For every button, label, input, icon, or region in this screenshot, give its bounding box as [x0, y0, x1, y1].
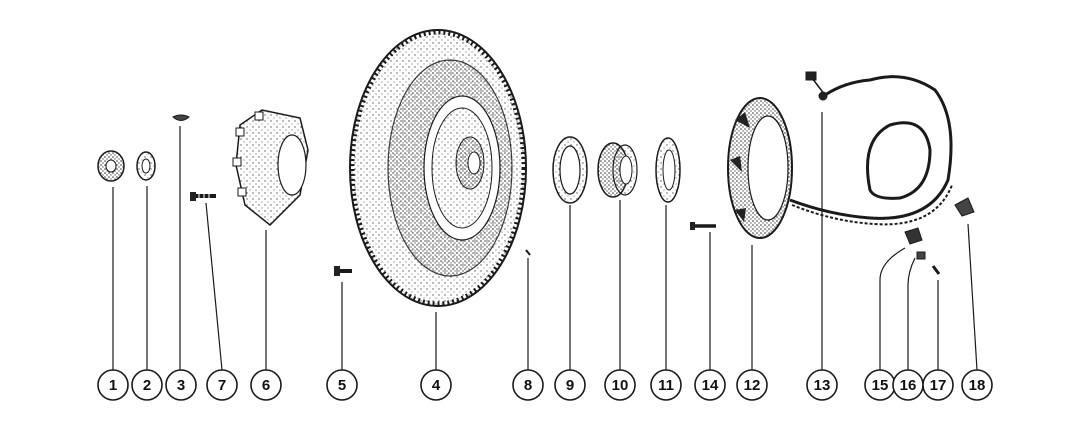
part-screw-7	[190, 192, 216, 201]
part-bearing	[597, 142, 638, 198]
callout-15: 15	[864, 369, 896, 401]
part-nut	[97, 150, 125, 182]
callout-label: 14	[702, 377, 719, 394]
callouts: 1 2 3 7 6 5 4 8 9 10 11 14 12 13 15 16 1…	[97, 369, 993, 401]
callout-label: 6	[262, 377, 270, 394]
part-stator	[727, 97, 793, 239]
part-bolt-5	[334, 266, 352, 276]
part-key	[172, 114, 190, 121]
callout-6: 6	[250, 369, 282, 401]
part-terminal-17	[931, 265, 941, 275]
callout-label: 2	[143, 377, 151, 394]
callout-label: 4	[432, 377, 441, 394]
part-screw-14	[690, 222, 716, 230]
callout-11: 11	[650, 369, 682, 401]
part-washer-11	[655, 137, 681, 203]
part-washer-9	[552, 136, 588, 204]
callout-3: 3	[165, 369, 197, 401]
callout-16: 16	[892, 369, 924, 401]
part-pin-8	[525, 249, 531, 256]
part-terminal-15	[904, 227, 923, 245]
part-wiring-harness	[789, 71, 953, 226]
callout-18: 18	[961, 369, 993, 401]
callout-label: 17	[930, 377, 947, 394]
callout-label: 3	[177, 377, 185, 394]
part-starter-cup	[232, 109, 309, 227]
callout-label: 18	[969, 377, 986, 394]
part-washer-small	[136, 151, 156, 181]
callout-label: 8	[524, 377, 532, 394]
callout-8: 8	[512, 369, 544, 401]
callout-10: 10	[604, 369, 636, 401]
callout-label: 16	[900, 377, 917, 394]
callout-7: 7	[206, 369, 238, 401]
callout-9: 9	[554, 369, 586, 401]
callout-13: 13	[806, 369, 838, 401]
leader-lines	[112, 112, 978, 371]
callout-label: 13	[814, 377, 831, 394]
callout-17: 17	[922, 369, 954, 401]
callout-1: 1	[97, 369, 129, 401]
callout-label: 15	[872, 377, 889, 394]
part-terminal-16	[916, 251, 926, 260]
callout-5: 5	[326, 369, 358, 401]
callout-label: 1	[109, 377, 117, 394]
callout-label: 10	[612, 377, 629, 394]
callout-label: 9	[566, 377, 574, 394]
callout-label: 5	[338, 377, 346, 394]
callout-4: 4	[420, 369, 452, 401]
callout-label: 12	[744, 377, 761, 394]
callout-label: 11	[658, 377, 674, 394]
callout-14: 14	[694, 369, 726, 401]
callout-2: 2	[131, 369, 163, 401]
part-clip-18	[954, 197, 975, 217]
callout-12: 12	[736, 369, 768, 401]
callout-label: 7	[218, 377, 226, 394]
part-flywheel	[349, 29, 527, 307]
